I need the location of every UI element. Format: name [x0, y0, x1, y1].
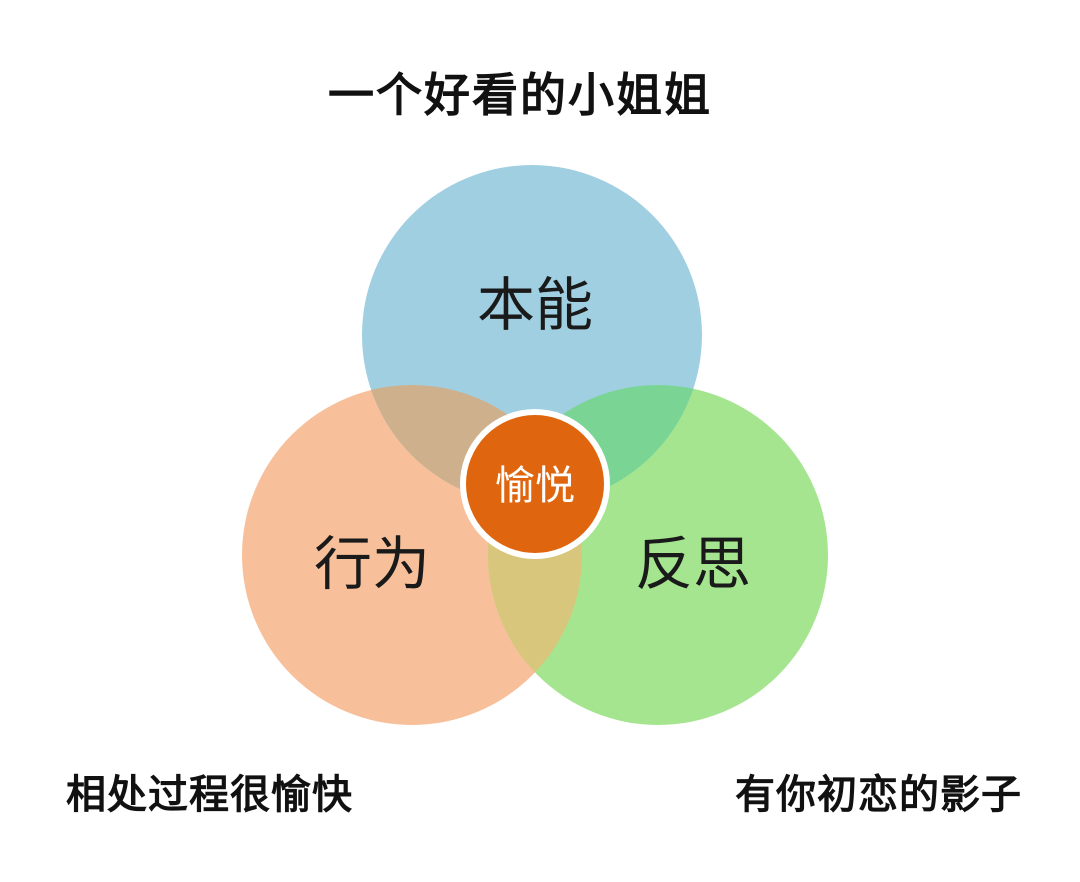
- label-top: 本能: [477, 271, 593, 339]
- label-left: 行为: [314, 530, 430, 598]
- label-center: 愉悦: [495, 463, 575, 509]
- label-right: 反思: [635, 530, 751, 598]
- diagram-title: 一个好看的小姐姐: [328, 68, 712, 122]
- center-circle: [460, 409, 610, 559]
- caption-left: 相处过程很愉快: [66, 771, 353, 818]
- caption-right: 有你初恋的影子: [735, 771, 1022, 818]
